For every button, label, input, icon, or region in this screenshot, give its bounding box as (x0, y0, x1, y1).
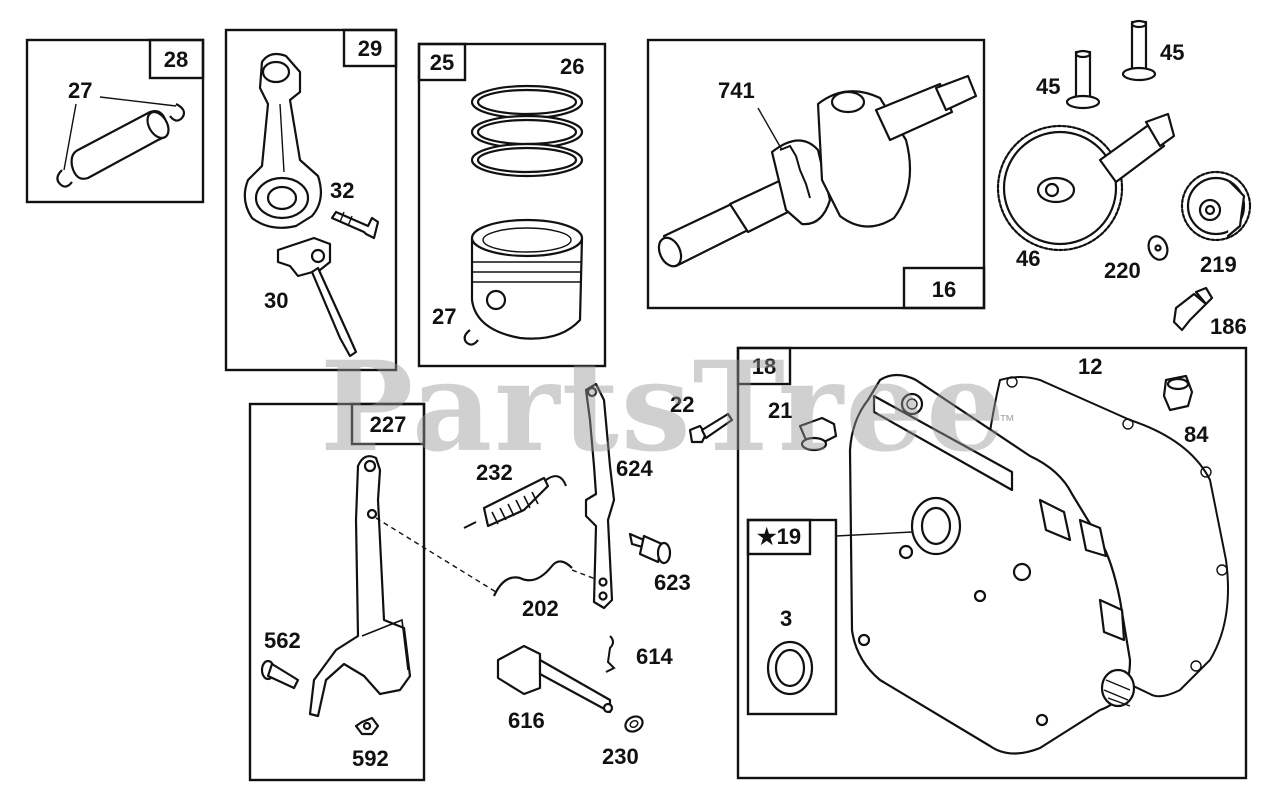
label-186: 186 (1210, 314, 1247, 339)
label-3: 3 (780, 606, 792, 631)
cotter-pin-614[interactable] (605, 635, 616, 673)
washer-220[interactable] (1145, 234, 1170, 263)
label-27: 27 (68, 78, 92, 103)
label-592: 592 (352, 746, 389, 771)
label-45-lower: 45 (1036, 74, 1060, 99)
breather-fitting-186[interactable] (1172, 286, 1214, 332)
crankshaft[interactable] (655, 74, 978, 270)
label-32: 32 (330, 178, 354, 203)
governor-link-rod[interactable] (492, 560, 573, 597)
label-202: 202 (522, 596, 559, 621)
label-614: 614 (636, 644, 673, 669)
group-25-tag-box (417, 42, 467, 82)
group-19-tag-box (746, 518, 812, 556)
group-18-tag-box (736, 346, 792, 386)
oil-dipper[interactable] (276, 236, 358, 358)
label-84: 84 (1184, 422, 1209, 447)
group-29[interactable]: 29 32 30 (224, 28, 398, 372)
group-25-frame (417, 42, 607, 368)
label-45-upper: 45 (1160, 40, 1184, 65)
washer-230[interactable] (623, 713, 646, 734)
pin-retainer-clip-left[interactable] (56, 169, 73, 188)
crankcase-cover[interactable] (848, 373, 1136, 755)
label-30: 30 (264, 288, 288, 313)
group-19[interactable]: ★19 3 (746, 518, 838, 716)
group-29-tag-box (342, 28, 398, 68)
label-46: 46 (1016, 246, 1040, 271)
label-230: 230 (602, 744, 639, 769)
group-16-frame (646, 38, 986, 310)
label-219: 219 (1200, 252, 1237, 277)
group-16[interactable]: 16 741 (646, 38, 986, 310)
label-220: 220 (1104, 258, 1141, 283)
label-232: 232 (476, 460, 513, 485)
throttle-lever[interactable] (584, 382, 616, 610)
camshaft-gear[interactable] (996, 112, 1176, 252)
control-bracket-616[interactable] (496, 644, 614, 714)
oil-fill-plug-21[interactable] (798, 416, 838, 452)
drain-plug-84[interactable] (1162, 374, 1194, 412)
group-227-tag: 227 (370, 412, 407, 437)
label-562: 562 (264, 628, 301, 653)
label-741: 741 (718, 78, 755, 103)
label-22: 22 (670, 392, 694, 417)
group-16-tag-box (902, 266, 986, 310)
pin-retainer-clip-right[interactable] (169, 103, 186, 122)
group-19-tag: ★19 (757, 524, 801, 549)
label-12: 12 (1078, 354, 1102, 379)
label-624: 624 (616, 456, 653, 481)
group-25-tag: 25 (430, 50, 454, 75)
group-227-tag-box (350, 402, 426, 446)
group-28-tag: 28 (164, 47, 188, 72)
governor-gear[interactable] (1180, 170, 1252, 242)
shoulder-bolt-22[interactable] (688, 412, 734, 444)
group-29-tag: 29 (358, 36, 382, 61)
rod-bolt[interactable] (330, 210, 380, 240)
group-28[interactable]: 28 27 (25, 38, 205, 204)
piston-pin-clip[interactable] (463, 329, 479, 346)
governor-lever-nut[interactable] (354, 716, 380, 736)
group-18-tag: 18 (752, 354, 776, 379)
group-29-frame (224, 28, 398, 372)
group-227-frame (248, 402, 426, 782)
oil-seal-3[interactable] (766, 640, 814, 696)
label-21: 21 (768, 398, 792, 423)
piston-pin[interactable] (70, 108, 173, 180)
governor-lever-bolt[interactable] (260, 659, 300, 690)
valve-tappet-lower[interactable] (1065, 49, 1101, 110)
label-26: 26 (560, 54, 584, 79)
label-623: 623 (654, 570, 691, 595)
group-227[interactable]: 227 562 592 (248, 402, 426, 782)
piston-ring-set[interactable] (470, 84, 584, 178)
label-27-piston: 27 (432, 304, 456, 329)
connecting-rod[interactable] (243, 52, 323, 229)
label-616: 616 (508, 708, 545, 733)
group-16-tag: 16 (932, 277, 956, 302)
piston[interactable] (470, 218, 584, 340)
valve-tappet-upper[interactable] (1121, 19, 1157, 82)
governor-lever[interactable] (308, 455, 412, 718)
group-28-tag-box (148, 38, 205, 80)
group-18-frame (736, 346, 1248, 780)
group-18[interactable]: 18 (736, 346, 1248, 780)
governor-spring[interactable] (463, 475, 567, 529)
group-28-frame (25, 38, 205, 204)
group-25[interactable]: 25 26 27 (417, 42, 607, 368)
shoulder-bolt-623[interactable] (628, 532, 672, 565)
